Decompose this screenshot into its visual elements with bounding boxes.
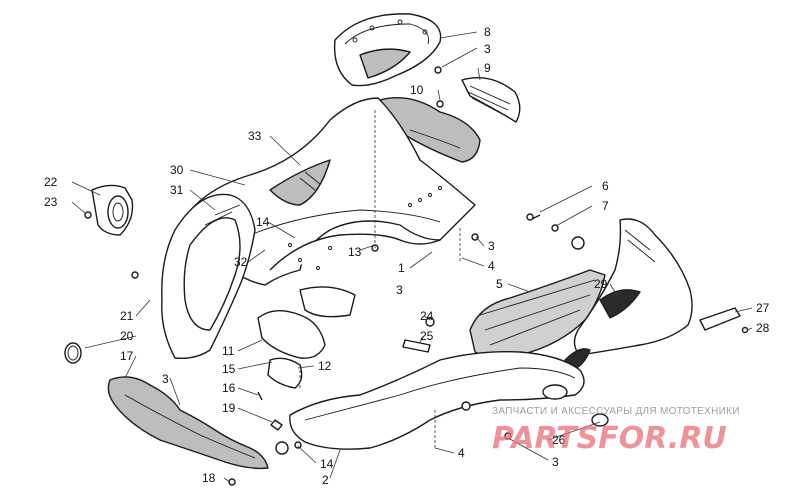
watermark: ЗАПЧАСТИ И АКСЕССУАРЫ ДЛЯ МОТОТЕХНИКИ PA… [492, 406, 740, 456]
callout-31: 31 [170, 183, 184, 197]
alignment-lines [299, 110, 461, 448]
callout-28: 28 [756, 321, 770, 335]
callout-14: 14 [256, 215, 270, 229]
callout-17: 17 [120, 349, 134, 363]
hardware [84, 66, 749, 486]
callout-3: 3 [552, 455, 559, 469]
callout-2: 2 [322, 473, 329, 487]
callout-12: 12 [318, 359, 332, 373]
callout-5: 5 [496, 277, 503, 291]
callout-30: 30 [170, 163, 184, 177]
callout-23: 23 [44, 195, 58, 209]
callout-3: 3 [162, 372, 169, 386]
watermark-logo: PARTSFOR.RU [492, 421, 727, 456]
part-17-bumper [107, 376, 269, 470]
callout-32: 32 [234, 255, 248, 269]
part-22-boot [91, 184, 134, 236]
callout-19: 19 [222, 401, 236, 415]
callout-27: 27 [756, 301, 770, 315]
callout-7: 7 [602, 199, 609, 213]
watermark-tagline: ЗАПЧАСТИ И АКСЕССУАРЫ ДЛЯ МОТОТЕХНИКИ [492, 406, 740, 417]
callout-4: 4 [488, 259, 495, 273]
callout-25: 25 [420, 329, 434, 343]
callout-6: 6 [602, 179, 609, 193]
callout-22: 22 [44, 175, 58, 189]
callout-16: 16 [222, 381, 236, 395]
part-8-cover [333, 13, 442, 87]
callout-18: 18 [202, 471, 216, 485]
callout-13: 13 [348, 245, 362, 259]
callout-15: 15 [222, 362, 236, 376]
callout-3: 3 [396, 283, 403, 297]
callout-26: 26 [552, 433, 566, 447]
part-2-belly-pan [289, 351, 585, 450]
part-29-side-panel [564, 218, 693, 373]
callout-14: 14 [320, 457, 334, 471]
callout-33: 33 [248, 129, 262, 143]
part-9-vent [461, 77, 521, 123]
part-30-side-panel [161, 193, 256, 360]
callout-21: 21 [120, 309, 134, 323]
part-20-ring [64, 342, 82, 364]
callout-3: 3 [488, 239, 495, 253]
leader-lines [71, 31, 753, 483]
callout-20: 20 [120, 329, 134, 343]
callout-4: 4 [458, 446, 465, 460]
callout-8: 8 [484, 25, 491, 39]
callout-labels: 8 3 9 10 33 30 31 22 23 14 13 32 1 3 6 7… [44, 25, 770, 487]
callout-1: 1 [398, 261, 405, 275]
part-11-bracket [257, 286, 356, 389]
callout-3: 3 [484, 42, 491, 56]
callout-9: 9 [484, 61, 491, 75]
callout-11: 11 [222, 344, 235, 358]
callout-24: 24 [420, 309, 434, 323]
callout-10: 10 [410, 83, 424, 97]
callout-29: 29 [594, 277, 608, 291]
